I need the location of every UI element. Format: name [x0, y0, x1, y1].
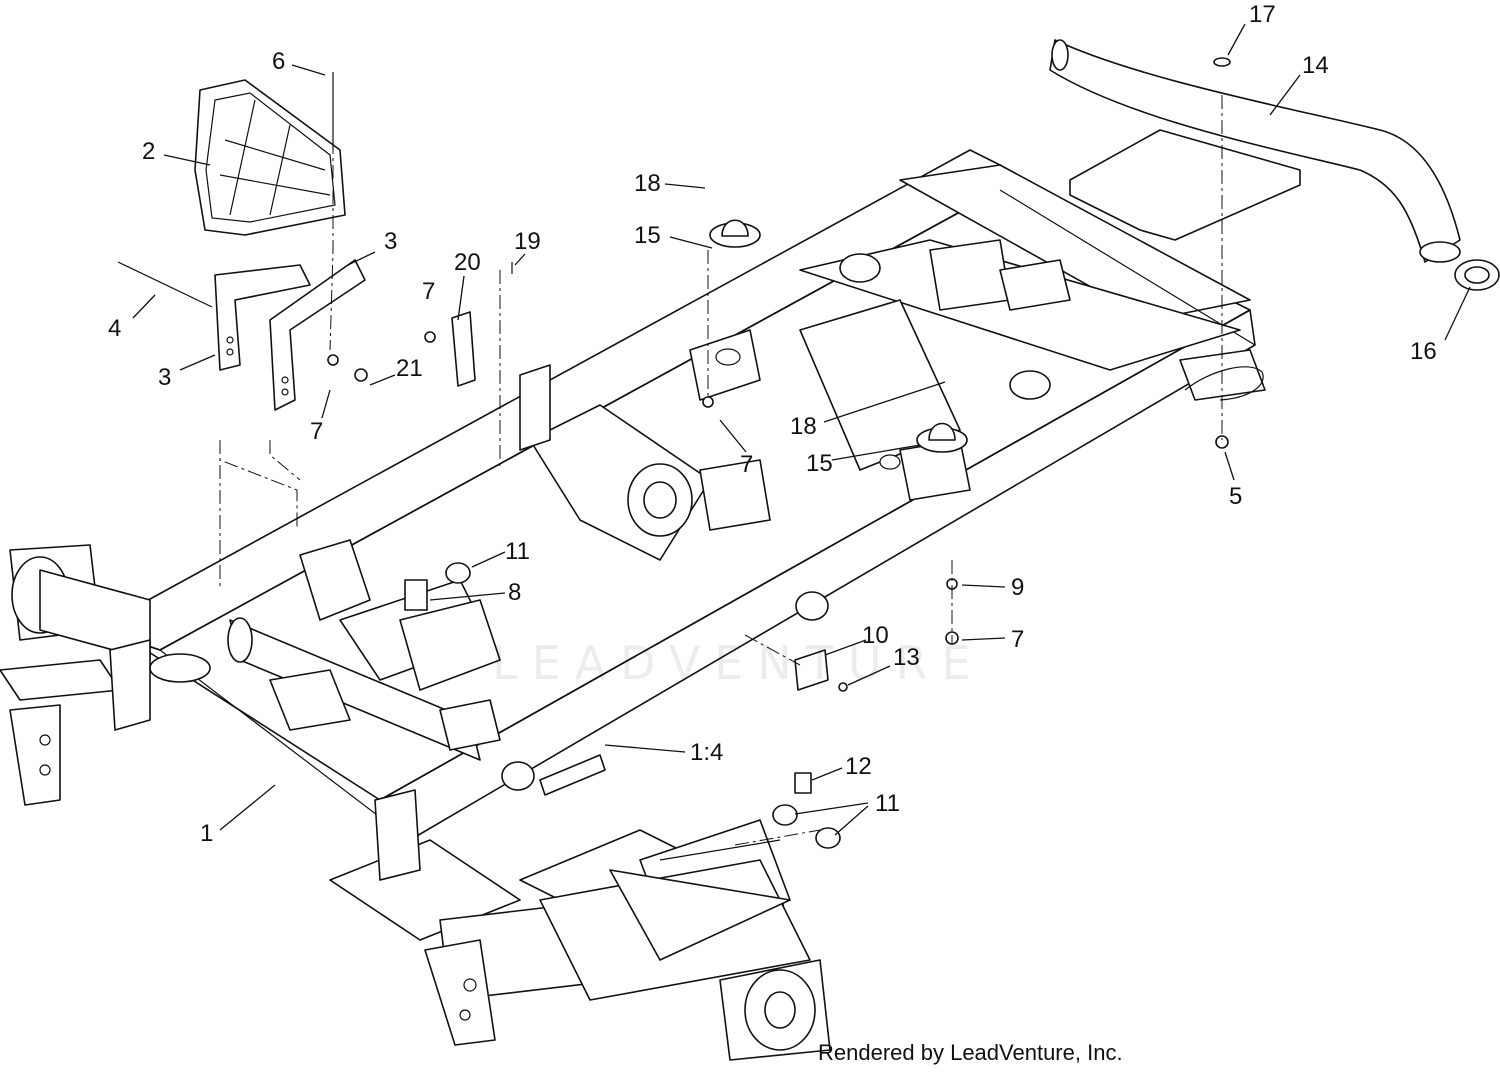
callout-15-bottom: 15 — [806, 450, 833, 477]
center-bracket — [519, 329, 771, 561]
tube-and-plate — [1049, 39, 1500, 291]
callout-5: 5 — [1229, 483, 1243, 510]
foot-rest-brackets — [117, 259, 366, 411]
callout-3-left: 3 — [158, 364, 172, 391]
front-rail-end — [109, 591, 829, 881]
callout-18-bottom: 18 — [790, 413, 817, 440]
callout-11-lower: 11 — [875, 790, 900, 817]
callout-7-right: 7 — [1011, 626, 1025, 653]
callout-8: 8 — [508, 579, 522, 606]
engine-mounts — [839, 239, 1071, 501]
callout-13: 13 — [893, 644, 920, 671]
side-plates — [269, 539, 501, 751]
callout-17: 17 — [1249, 1, 1276, 28]
callout-18-top: 18 — [634, 170, 661, 197]
callout-7-center: 7 — [740, 451, 754, 478]
callout-4: 4 — [108, 315, 122, 342]
leader-lines — [132, 23, 1471, 836]
callout-10: 10 — [862, 622, 889, 649]
callout-14: 14 — [1302, 52, 1329, 79]
callout-2: 2 — [142, 138, 156, 165]
bracket-20 — [424, 262, 513, 387]
callout-1: 1 — [200, 820, 214, 847]
foot-rest — [194, 79, 346, 236]
callout-12: 12 — [845, 753, 872, 780]
assembly-centerlines — [219, 90, 1223, 846]
callout-6: 6 — [272, 48, 286, 75]
callout-20: 20 — [454, 249, 481, 276]
callout-9: 9 — [1011, 574, 1025, 601]
callout-7-left: 7 — [310, 418, 324, 445]
callout-16: 16 — [1410, 338, 1437, 365]
front-spindle-left — [0, 544, 151, 806]
callout-7-upper: 7 — [422, 278, 436, 305]
hardware — [327, 72, 1229, 849]
callout-1-4: 1:4 — [690, 739, 724, 766]
callout-15-top: 15 — [634, 222, 661, 249]
watermark: LEADVENTURE — [492, 636, 985, 690]
render-credit: Rendered by LeadVenture, Inc. — [818, 1040, 1123, 1065]
callout-21: 21 — [396, 355, 423, 382]
callout-11-upper: 11 — [505, 538, 530, 565]
main-frame — [129, 149, 1266, 841]
callout-3-right: 3 — [384, 228, 398, 255]
rear-axle-assembly — [329, 819, 831, 1061]
callout-19: 19 — [514, 228, 541, 255]
